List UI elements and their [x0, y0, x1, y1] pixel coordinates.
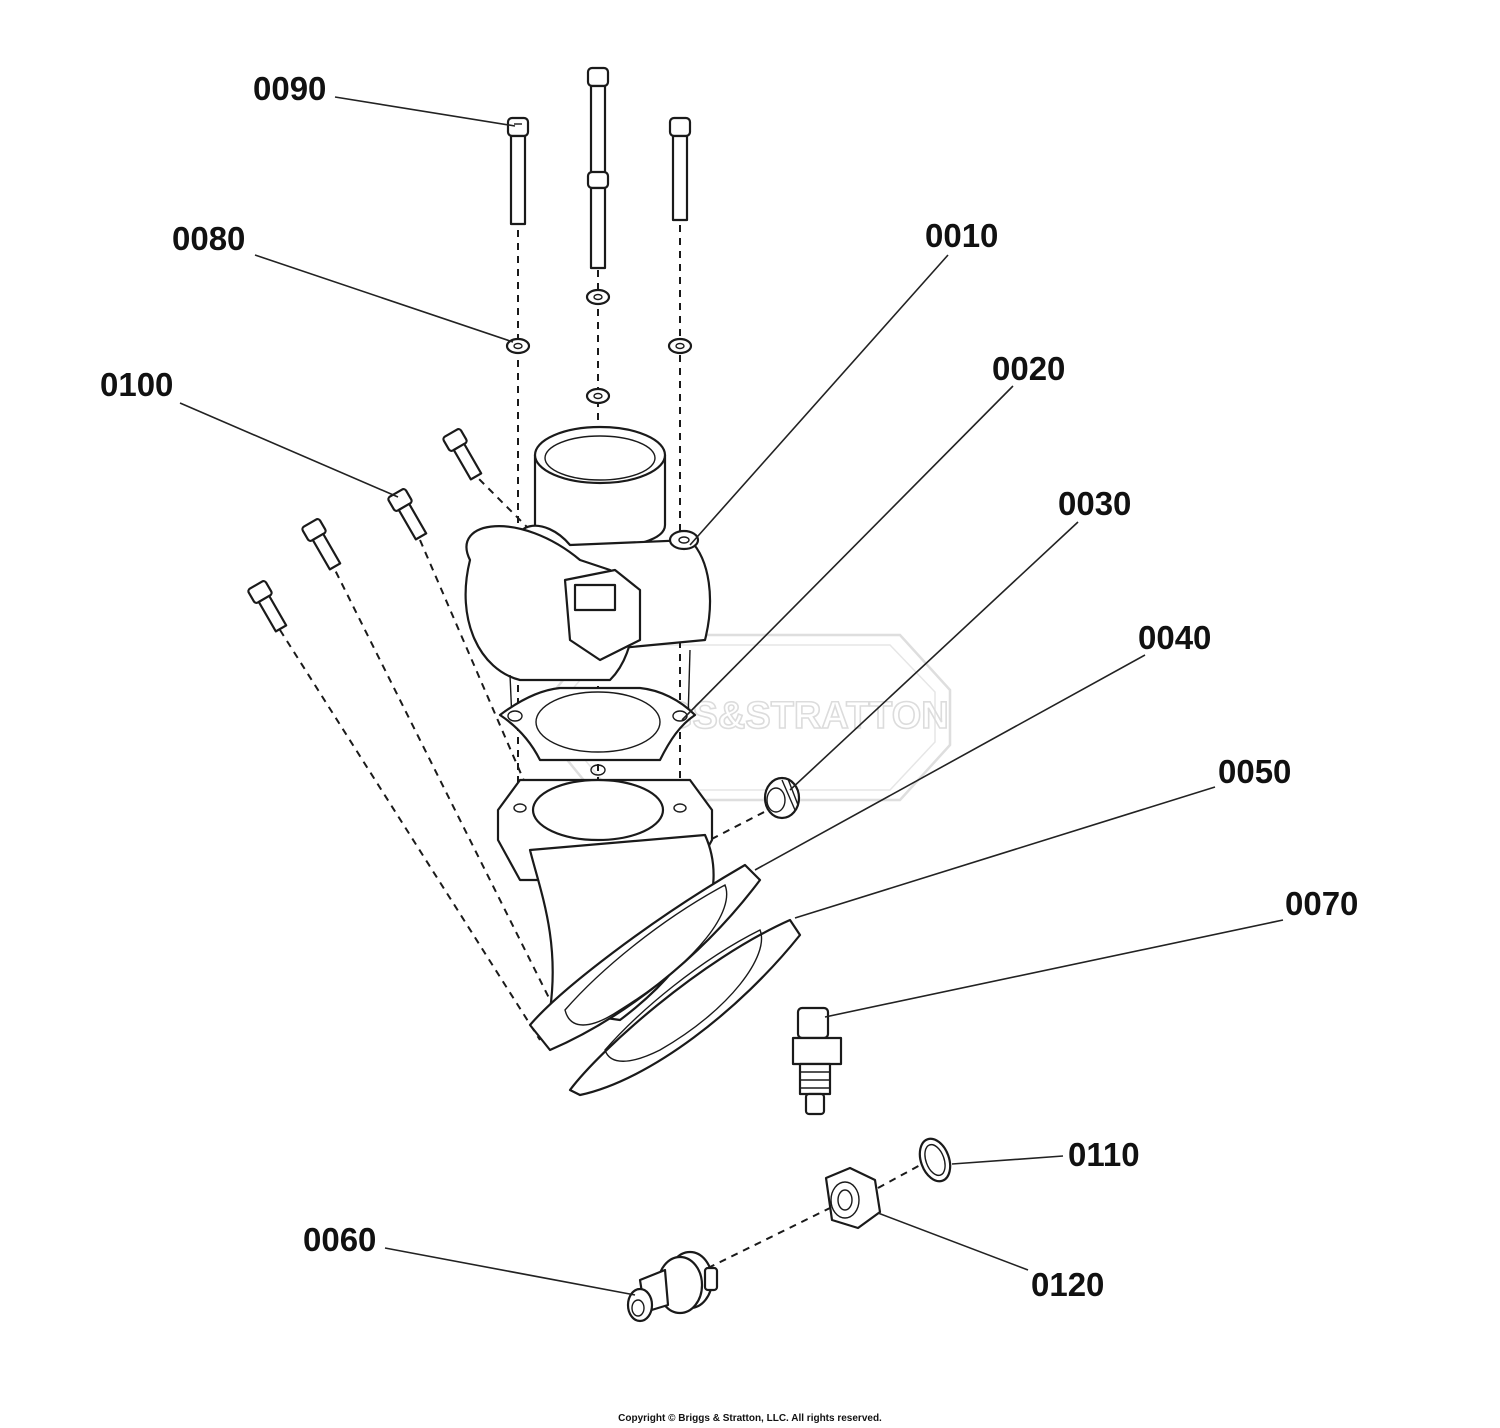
flange-0040 — [528, 863, 762, 1052]
screw-center-long — [586, 66, 610, 270]
throttle-body-0010 — [464, 425, 712, 721]
callout-0100: 0100 — [100, 366, 173, 403]
plug-0030 — [763, 776, 801, 820]
callout-0060: 0060 — [303, 1221, 376, 1258]
gasket-0020 — [498, 686, 697, 776]
callout-0040: 0040 — [1138, 619, 1211, 656]
callout-0020: 0020 — [992, 350, 1065, 387]
callout-0010: 0010 — [925, 217, 998, 254]
callout-0050: 0050 — [1218, 753, 1291, 790]
washers-0080 — [505, 288, 693, 405]
screw-0090 — [506, 116, 530, 226]
callout-0090: 0090 — [253, 70, 326, 107]
screw-right-long — [668, 116, 692, 222]
callout-labels: 0090 0080 0010 0100 0020 0030 0040 0050 … — [100, 70, 1358, 1303]
callout-0120: 0120 — [1031, 1266, 1104, 1303]
copyright-notice: Copyright © Briggs & Stratton, LLC. All … — [618, 1413, 882, 1424]
leader-lines — [179, 96, 1284, 1296]
nut-0120 — [824, 1166, 882, 1230]
sensor-0070 — [791, 1006, 843, 1116]
callout-0080: 0080 — [172, 220, 245, 257]
callout-0110: 0110 — [1068, 1136, 1140, 1173]
gasket-0050 — [568, 918, 802, 1097]
callout-0070: 0070 — [1285, 885, 1358, 922]
fitting-0060 — [626, 1250, 719, 1323]
screws-0100 — [247, 428, 483, 633]
callout-0030: 0030 — [1058, 485, 1131, 522]
o-ring-0110 — [918, 1137, 952, 1183]
